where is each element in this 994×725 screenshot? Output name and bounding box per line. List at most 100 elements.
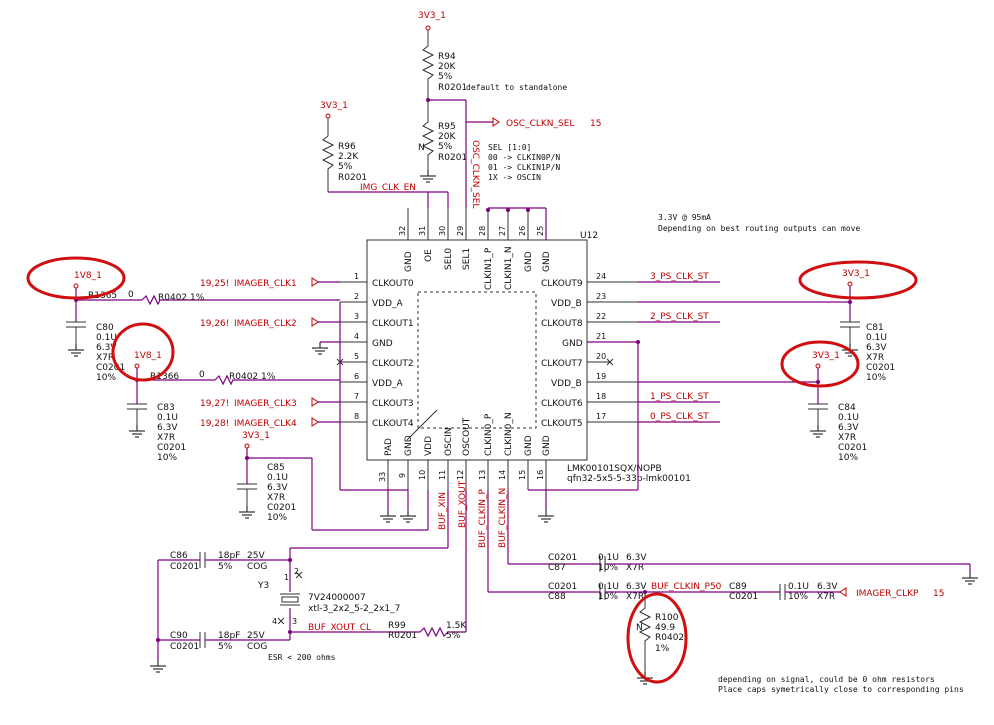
svg-text:C0201: C0201: [838, 443, 867, 453]
u12-pin13-num: 13: [478, 470, 487, 480]
u12-gnd-bot2-label: GND: [524, 435, 534, 456]
power-note: 3.3V @ 95mA: [658, 213, 711, 222]
vddb2-supply: 3V3_1: [812, 351, 840, 404]
svg-text:R0201: R0201: [338, 173, 367, 183]
u12-clkout4-label: CLKOUT4: [372, 419, 414, 429]
svg-text:5%: 5%: [338, 162, 353, 172]
svg-text:5%: 5%: [438, 142, 453, 152]
u12-vdda1-label: VDD_A: [372, 299, 404, 309]
u12-bottom-pins: 33 9 10 11 12 13 14 15 16 PAD GND VDD OS…: [378, 412, 552, 490]
u12-right-pins: 24 23 22 21 20 19 18 17 CLKOUT9 VDD_B CL…: [541, 272, 638, 429]
u12-left-pins: 1 2 3 4 5 6 7 8 CLKOUT0 VDD_A CLKOUT1 GN…: [336, 272, 414, 429]
u12-top-gnd-label: GND: [404, 251, 414, 272]
svg-text:20K: 20K: [438, 132, 456, 142]
svg-text:18pF: 18pF: [218, 551, 240, 561]
u12-pin33-num: 33: [378, 472, 387, 482]
u12-pin-26-num: 26: [518, 226, 527, 236]
svg-text:1.5K: 1.5K: [446, 621, 467, 631]
svg-text:6.3V: 6.3V: [838, 423, 859, 433]
u12-clkout8-label: CLKOUT8: [541, 319, 583, 329]
u12-pin1-num: 1: [354, 272, 359, 281]
sel-note-2: 00 -> CLKIN0P/N: [488, 153, 560, 162]
svg-text:X7R: X7R: [838, 433, 856, 443]
svg-text:6.3V: 6.3V: [96, 343, 117, 353]
u12-clkout0-label: CLKOUT0: [372, 279, 414, 289]
svg-text:xtl-3_2x2_5-2_2x1_7: xtl-3_2x2_5-2_2x1_7: [308, 604, 400, 614]
svg-text:R0402 1%: R0402 1%: [229, 372, 276, 382]
svg-text:20K: 20K: [438, 62, 456, 72]
osc-clkn-sel-vertical: OSC_CLKN_SEL: [470, 140, 480, 208]
svg-text:19,26!: 19,26!: [200, 319, 229, 329]
u12-pin2-num: 2: [354, 292, 359, 301]
u12-gnd-bot-label: GND: [404, 435, 414, 456]
svg-text:R0201: R0201: [388, 631, 417, 641]
vdda2-supply: 1V8_1 R1366 0 R0402 1%: [134, 351, 340, 404]
u12-oe-label: OE: [424, 249, 434, 262]
svg-text:C0201: C0201: [170, 562, 199, 572]
svg-text:N: N: [636, 623, 643, 633]
u12-pin19-num: 19: [596, 372, 606, 381]
svg-text:3V3_1: 3V3_1: [320, 101, 348, 111]
buf-clkin-p-net: BUF_CLKIN_P: [478, 488, 488, 548]
highlight-3v3-right-b: [780, 340, 860, 388]
svg-text:25V: 25V: [247, 631, 265, 641]
u12-pin-31-num: 31: [418, 226, 427, 236]
c81: C81 0.1U 6.3V X7R C0201 10%: [840, 321, 895, 383]
svg-text:6.3V: 6.3V: [157, 423, 178, 433]
svg-text:C84: C84: [838, 403, 856, 413]
svg-text:2_PS_CLK_ST: 2_PS_CLK_ST: [650, 312, 709, 322]
u12-chip: U12 LMK00101SQX/NOPB qfn32-5x5-5-33p-lmk…: [366, 231, 691, 484]
u12-pin20-num: 20: [596, 352, 606, 361]
svg-text:6.3V: 6.3V: [626, 553, 647, 563]
svg-text:C0201: C0201: [866, 363, 895, 373]
svg-text:0.1U: 0.1U: [157, 413, 178, 423]
svg-text:R100: R100: [655, 613, 679, 623]
svg-text:R96: R96: [338, 142, 356, 152]
u12-pin16-num: 16: [536, 470, 545, 480]
c80: C80 0.1U 6.3V X7R C0201 10%: [66, 321, 125, 383]
r94: R94 20K 5% R0201 default to standalone: [421, 45, 567, 100]
svg-text:3V3_1: 3V3_1: [842, 269, 870, 279]
buf-clkin-n-net: BUF_CLKIN_N: [498, 488, 508, 548]
svg-text:C87: C87: [548, 563, 566, 573]
svg-text:49.9: 49.9: [655, 623, 675, 633]
svg-text:X7R: X7R: [157, 433, 175, 443]
svg-text:C83: C83: [157, 403, 175, 413]
u12-pin6-num: 6: [354, 372, 359, 381]
y3-crystal: Y3 7V24000007 xtl-3_2x2_5-2_2x1_7 1 2 3 …: [257, 567, 400, 626]
svg-text:C0201: C0201: [729, 592, 758, 602]
u12-clkout6-label: CLKOUT6: [541, 399, 583, 409]
svg-text:3V3_1: 3V3_1: [242, 431, 270, 441]
svg-text:3: 3: [292, 617, 297, 626]
u12-oscout-label: OSCOUT: [462, 417, 472, 456]
svg-text:3V3_1: 3V3_1: [812, 351, 840, 361]
svg-text:X7R: X7R: [866, 353, 884, 363]
u12-gnd-left-label: GND: [372, 339, 393, 349]
svg-text:C0201: C0201: [548, 553, 577, 563]
svg-text:18pF: 18pF: [218, 631, 240, 641]
svg-text:3V3_1: 3V3_1: [418, 11, 446, 21]
svg-text:1%: 1%: [655, 644, 670, 654]
u12-clkin1p-label: CLKIN1_P: [484, 247, 494, 290]
svg-text:3_PS_CLK_ST: 3_PS_CLK_ST: [650, 272, 709, 282]
u12-clkout2-label: CLKOUT2: [372, 359, 414, 369]
u12-top-pins: 32 31 30 29 28 27 26 25 GND OE SEL0 SEL1…: [398, 208, 552, 290]
u12-pin7-num: 7: [354, 392, 359, 401]
svg-text:0.1U: 0.1U: [598, 553, 619, 563]
svg-text:C0201: C0201: [157, 443, 186, 453]
imager-clkp-net: IMAGER_CLKP: [856, 589, 919, 599]
svg-text:IMAGER_CLK3: IMAGER_CLK3: [234, 399, 297, 409]
svg-text:5%: 5%: [218, 562, 233, 572]
u12-pin17-num: 17: [596, 412, 606, 421]
u12-sel0-label: SEL0: [444, 248, 454, 270]
u12-pin8-num: 8: [354, 412, 359, 421]
svg-text:C89: C89: [729, 582, 747, 592]
r96: R96 2.2K 5% R0201: [321, 135, 367, 192]
svg-text:0.1U: 0.1U: [788, 582, 809, 592]
svg-text:10%: 10%: [598, 592, 618, 602]
u12-pin-30-num: 30: [438, 226, 447, 236]
svg-text:IMAGER_CLK1: IMAGER_CLK1: [234, 279, 297, 289]
u12-pin18-num: 18: [596, 392, 606, 401]
svg-text:X7R: X7R: [267, 493, 285, 503]
svg-text:BUF_XOUT_CL: BUF_XOUT_CL: [308, 623, 371, 633]
